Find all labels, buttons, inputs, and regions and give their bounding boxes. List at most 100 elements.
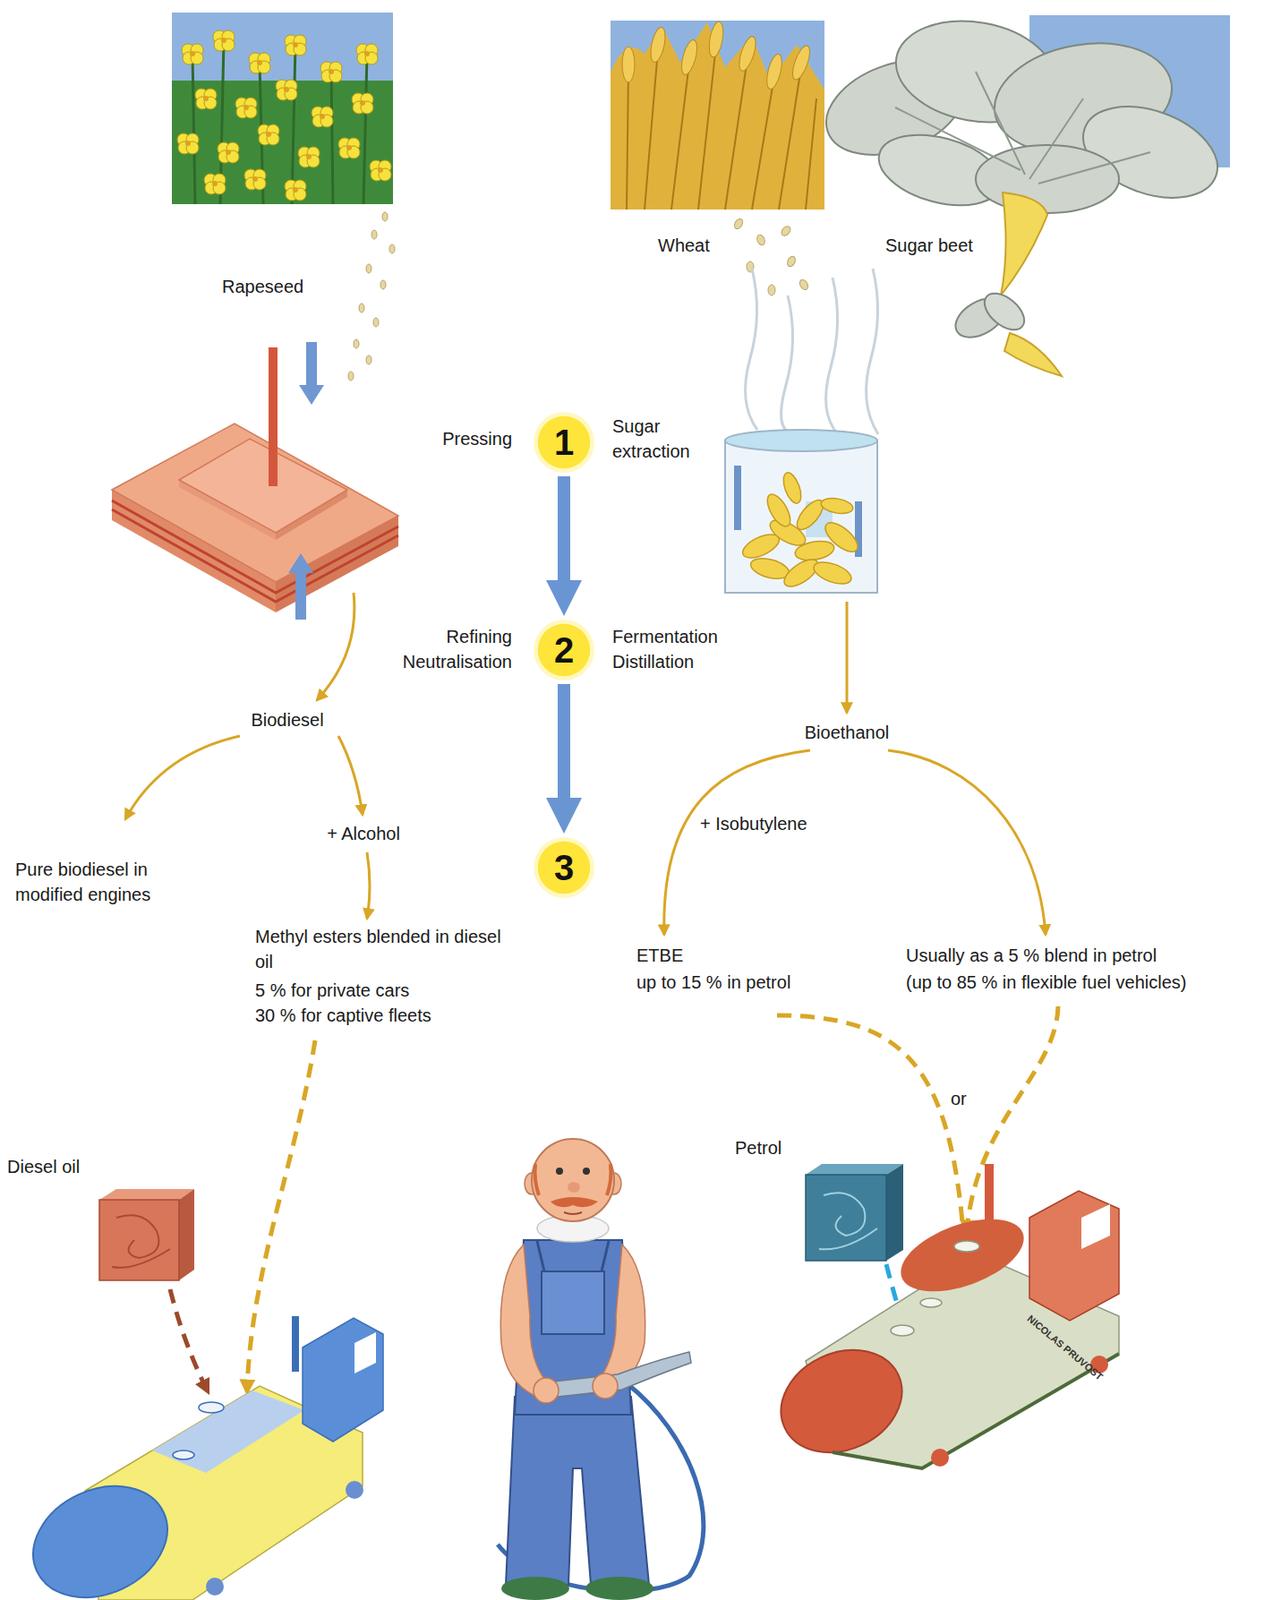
petrol-box [886, 1163, 904, 1261]
diesel-tanker [345, 1480, 364, 1499]
farmer-figure [500, 1244, 548, 1397]
falling-seeds [348, 371, 354, 381]
diesel-box [99, 1199, 180, 1281]
petrol-tanker [764, 1163, 1119, 1472]
step-number: 2 [554, 632, 574, 668]
wheat-picture [678, 38, 701, 77]
farmer-figure [505, 1396, 650, 1585]
falling-grains [733, 217, 745, 231]
usage-note: ETBE [636, 942, 684, 968]
rapeseed-picture [171, 12, 393, 205]
steam-lines [745, 268, 879, 435]
oil-press [288, 553, 314, 620]
blend-arrows [966, 1006, 1059, 1232]
diesel-box [179, 1188, 195, 1281]
step-label: Distillation [612, 649, 694, 675]
petrol-box [805, 1163, 904, 1261]
wheat-picture [763, 52, 785, 91]
farmer-figure [582, 1167, 590, 1175]
rapeseed-picture [284, 34, 307, 56]
petrol-box [805, 1174, 887, 1261]
oil-press [111, 341, 399, 620]
falling-seeds [366, 355, 372, 365]
rapeseed-picture [204, 173, 226, 195]
farmer-figure [501, 1576, 570, 1600]
sugar-beet-picture [975, 145, 1119, 214]
rapeseed-picture [181, 43, 204, 65]
usage-note: 30 % for captive fleets [255, 1002, 432, 1028]
farmer-figure [585, 1576, 654, 1600]
additive-label: + Isobutylene [700, 811, 808, 837]
rapeseed-picture [369, 160, 392, 181]
step-circle-glow [533, 411, 595, 473]
wheat-picture [610, 20, 825, 210]
wheat-picture [735, 34, 760, 73]
diesel-box [99, 1188, 195, 1200]
rapeseed-picture [217, 142, 240, 163]
falling-grains [733, 217, 811, 296]
sugar-beet-picture [1000, 192, 1048, 296]
usage-note: up to 15 % in petrol [636, 969, 791, 995]
flow-arrows [845, 601, 849, 713]
farmer-figure [497, 1138, 704, 1600]
usage-note: Pure biodiesel in modified engines [15, 856, 199, 907]
rapeseed-picture [235, 97, 257, 119]
wheat-picture [789, 43, 814, 82]
falling-grains [785, 255, 797, 268]
steam-lines [826, 277, 838, 435]
diesel-tanker [302, 1317, 384, 1442]
step-circle: 2 [533, 619, 595, 681]
product-label: Bioethanol [804, 719, 890, 745]
falling-beet [948, 286, 1062, 376]
blend-arrows [170, 1289, 208, 1392]
rapeseed-picture [356, 43, 378, 65]
flow-arrows [367, 852, 370, 919]
step-circle-fill [538, 416, 590, 469]
falling-grains [755, 233, 767, 247]
sugar-beet-picture [895, 71, 1151, 184]
flow-arrows [316, 592, 355, 701]
process-arrow [557, 476, 571, 591]
falling-seeds [348, 212, 395, 381]
usage-note: (up to 85 % in flexible fuel vehicles) [905, 969, 1188, 995]
rapeseed-picture [192, 40, 368, 205]
farmer-figure [555, 1167, 564, 1175]
step-number: 3 [554, 849, 574, 886]
flow-arrows [888, 750, 1046, 935]
farmer-figure [563, 1212, 582, 1214]
falling-beet [1004, 333, 1062, 376]
extraction-tank [739, 469, 863, 591]
step-label: Refining [446, 623, 513, 650]
rapeseed-picture [177, 133, 199, 154]
product-label: Biodiesel [250, 707, 324, 733]
step-circle-glow [533, 836, 595, 898]
connector-word: or [950, 1085, 967, 1111]
petrol-tanker [1081, 1204, 1111, 1249]
petrol-tanker [891, 1204, 1034, 1306]
extraction-tank [725, 429, 878, 593]
farmer-figure [550, 1196, 598, 1207]
crop-label: Sugar beet [885, 232, 974, 258]
rapeseed-picture [311, 106, 334, 128]
diesel-tanker [15, 1315, 384, 1600]
flow-arrows [338, 735, 363, 815]
wheat-picture [610, 20, 825, 210]
falling-seeds [366, 264, 372, 274]
step-label: Neutralisation [402, 649, 513, 675]
farmer-figure [531, 1138, 615, 1222]
usage-note: Methyl esters blended in diesel oil [255, 923, 506, 974]
wheat-picture [707, 20, 726, 59]
falling-seeds [373, 317, 379, 327]
petrol-box [805, 1163, 904, 1175]
rapeseed-picture [284, 179, 307, 201]
crop-label: Rapeseed [222, 273, 304, 299]
diesel-tanker [291, 1315, 299, 1372]
falling-grains [768, 284, 776, 296]
rapeseed-picture [298, 146, 320, 168]
step-circle: 3 [533, 836, 595, 898]
rapeseed-picture [244, 169, 266, 190]
additive-label: + Alcohol [326, 820, 401, 846]
petrol-tanker [1029, 1190, 1119, 1321]
farmer-figure [535, 1163, 612, 1196]
wheat-picture [622, 46, 635, 83]
